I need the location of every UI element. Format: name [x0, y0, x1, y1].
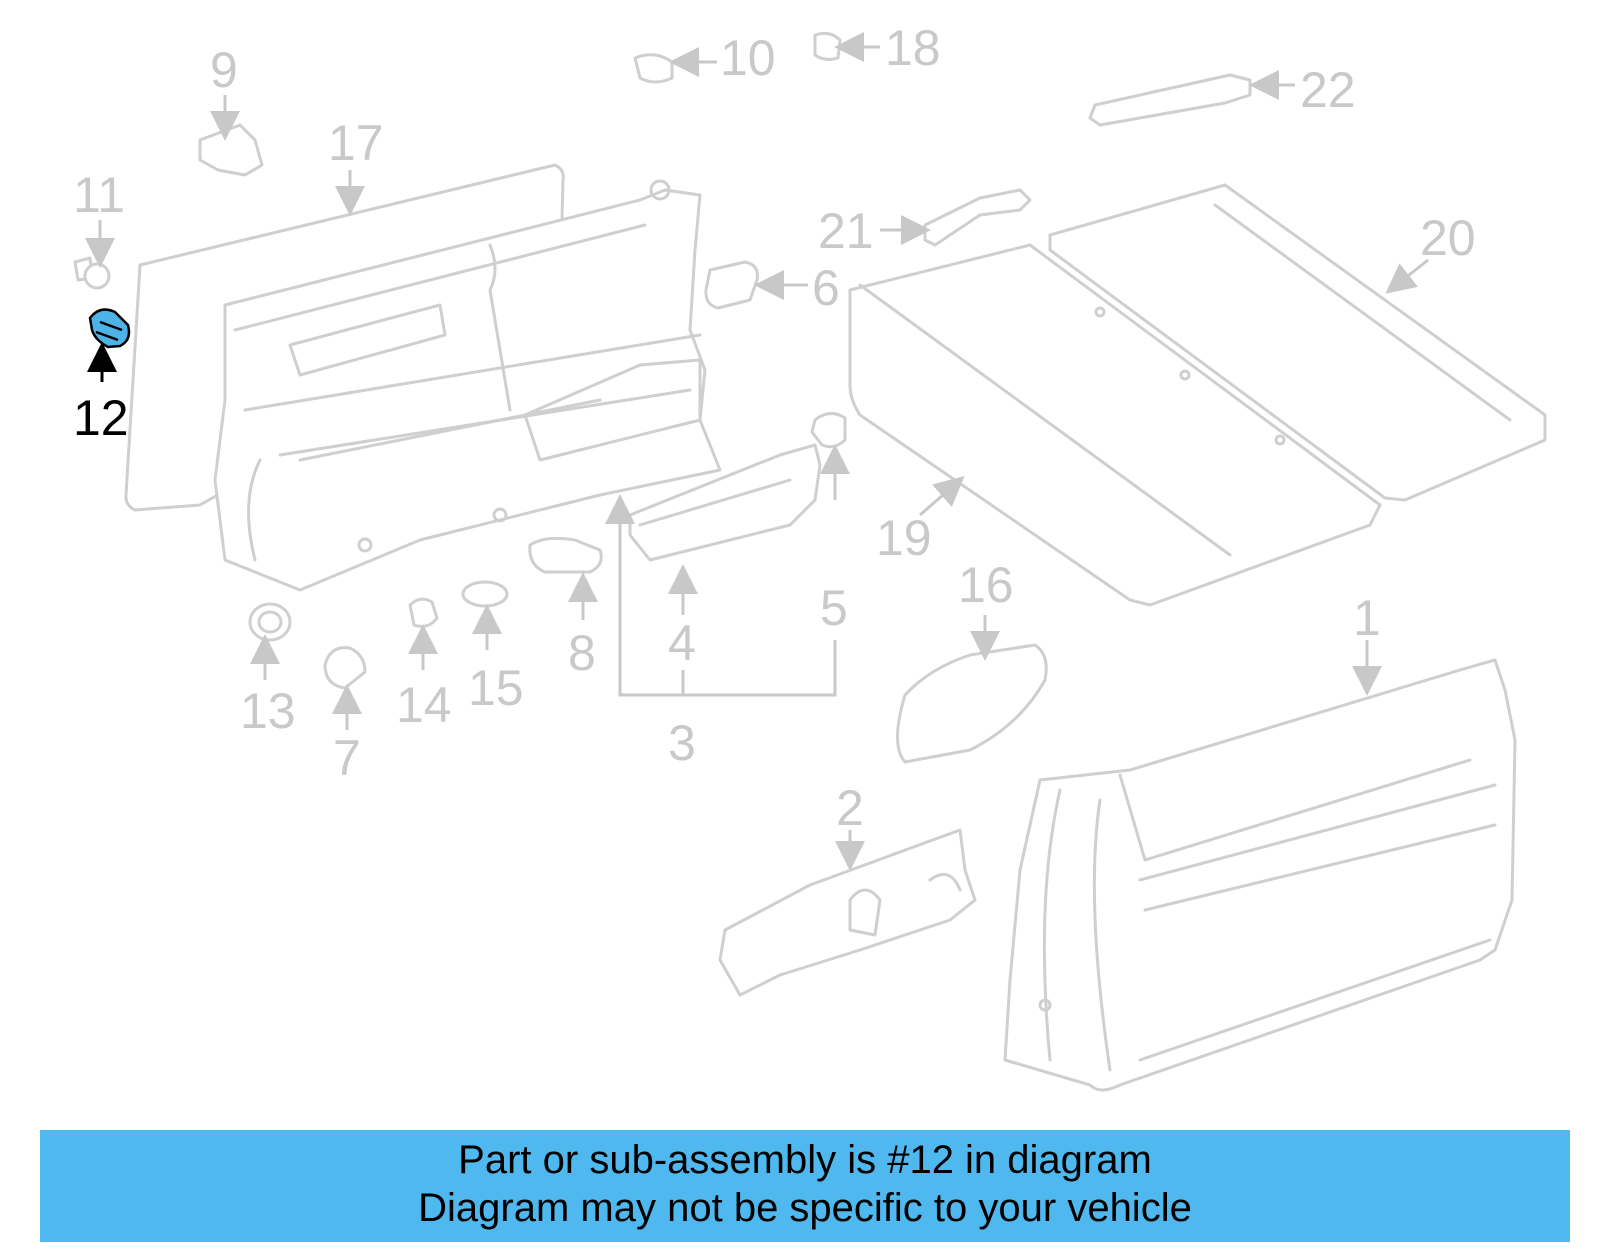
callout-labels: 1 2 3 4 5 6 7 8 9 10 11 12 13 14 15 16 1… [73, 20, 1476, 836]
callout-6: 6 [812, 260, 840, 316]
part-16-cover [896, 643, 1048, 764]
part-1-side-trim [1003, 658, 1517, 1092]
banner-disclaimer-line: Diagram may not be specific to your vehi… [418, 1186, 1192, 1230]
callout-11: 11 [73, 167, 125, 223]
part-15-plug [461, 580, 509, 608]
callout-15: 15 [468, 660, 524, 716]
part-2-bracket [718, 828, 977, 997]
callout-20: 20 [1420, 210, 1476, 266]
callout-1: 1 [1353, 590, 1381, 646]
part-22-rail [1088, 73, 1252, 127]
leader-lines [85, 32, 1429, 871]
callout-9: 9 [210, 42, 238, 98]
part-6-handle [704, 260, 759, 310]
callout-8: 8 [568, 625, 596, 681]
callout-2: 2 [836, 780, 864, 836]
part-11-screw [73, 256, 111, 290]
part-4-trim [628, 443, 822, 562]
info-banner: Part or sub-assembly is #12 in diagram D… [40, 1130, 1570, 1242]
part-10-fastener [633, 53, 674, 84]
callout-4: 4 [668, 615, 696, 671]
part-5-clip [810, 412, 847, 449]
part-20-board [1048, 183, 1547, 502]
callout-16: 16 [958, 557, 1014, 613]
part-7-cap [323, 646, 367, 690]
parts-diagram: 1 2 3 4 5 6 7 8 9 10 11 12 13 14 15 16 1… [73, 20, 1547, 1092]
part-13-grommet [248, 602, 292, 642]
callout-22: 22 [1300, 62, 1356, 118]
leader-19 [919, 476, 965, 517]
callout-21: 21 [818, 203, 874, 259]
part-9-bracket [198, 123, 264, 177]
callout-17: 17 [328, 115, 384, 171]
part-18-pin [813, 31, 842, 61]
part-14-clip [408, 597, 439, 628]
leader-20 [1385, 258, 1429, 294]
part-19-board [848, 243, 1382, 607]
callout-13: 13 [240, 683, 296, 739]
part-12-clip-highlighted [88, 308, 131, 349]
callout-14: 14 [396, 677, 452, 733]
callout-5: 5 [820, 580, 848, 636]
callout-10: 10 [720, 30, 776, 86]
leader-3-bracket [618, 500, 837, 697]
callout-19: 19 [876, 510, 932, 566]
callout-12: 12 [73, 390, 129, 446]
quarter-trim-panel [213, 179, 722, 592]
callout-18: 18 [885, 20, 941, 76]
part-8-cover [528, 536, 603, 574]
callout-7: 7 [333, 730, 361, 786]
part-21-bracket [923, 188, 1032, 247]
banner-part-line: Part or sub-assembly is #12 in diagram [458, 1138, 1152, 1182]
callout-3: 3 [668, 715, 696, 771]
